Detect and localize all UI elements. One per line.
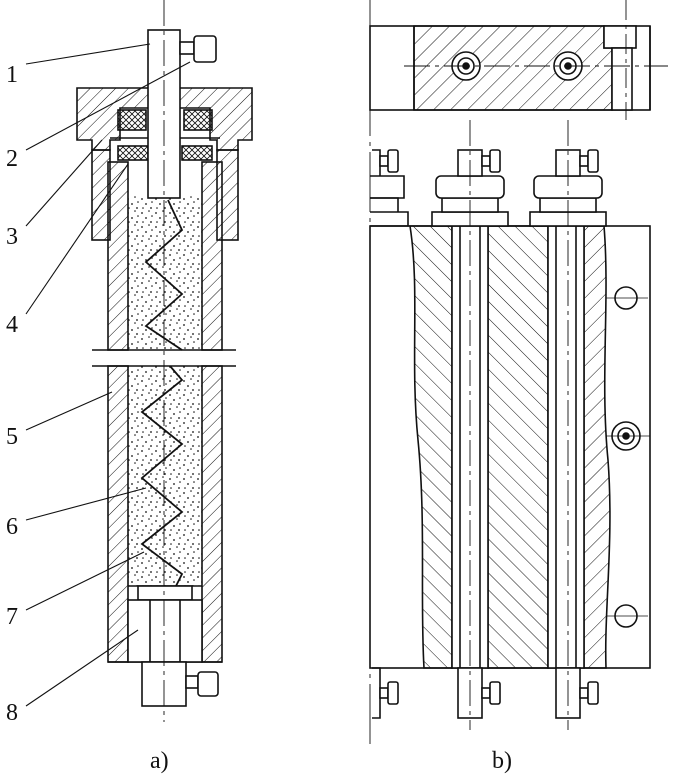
top-block-insert-stem: [611, 47, 633, 111]
callout-8: 8: [6, 700, 18, 726]
top-block-insert: [603, 25, 637, 49]
figure-a-caption: a): [150, 748, 169, 774]
figure-a-sectional-view: [25, 0, 253, 722]
bottom-plug: [127, 599, 203, 663]
callout-7: 7: [6, 604, 18, 630]
callout-leaders: [25, 43, 191, 707]
callout-6: 6: [6, 514, 18, 540]
edge-terminal-bottom: [372, 667, 399, 719]
callout-5: 5: [6, 424, 18, 450]
bottom-insulator: [137, 585, 193, 601]
bottom-terminal-head: [197, 671, 219, 697]
heater-1-bottom-terminal: [457, 667, 501, 719]
top-terminal-head: [193, 35, 217, 63]
body-middle-hatched: [487, 225, 549, 669]
tube-wall-left-upper: [107, 161, 129, 351]
upper-seal-left: [117, 109, 147, 131]
upper-seal-right: [183, 109, 213, 131]
body-left-hatched: [409, 225, 453, 669]
callout-numbers: 1 2 3 4 5 6 7 8: [6, 62, 18, 726]
callout-2: 2: [6, 146, 18, 172]
powder-filler-upper: [128, 196, 202, 350]
edge-fitting-top: [370, 149, 409, 227]
tube-wall-right-upper: [201, 161, 223, 351]
tube-wall-right-lower: [201, 365, 223, 663]
heating-wire-lower: [140, 365, 184, 587]
heater-tube-2: [547, 225, 585, 669]
tube-wall-left-lower: [107, 365, 129, 663]
lower-seal-right: [181, 145, 213, 161]
top-terminal-stem: [179, 41, 195, 55]
lower-seal-left: [117, 145, 149, 161]
heating-wire-upper: [144, 199, 184, 351]
body-right-hatched: [583, 225, 611, 669]
callout-3: 3: [6, 224, 18, 250]
cap-flange: [76, 87, 253, 151]
bottom-terminal-stem: [185, 675, 199, 689]
callout-1: 1: [6, 62, 18, 88]
figure-b-assembly-view: [369, 0, 668, 745]
heater-1-top-fitting: [431, 149, 509, 227]
powder-filler-lower: [128, 366, 202, 586]
callout-4: 4: [6, 312, 18, 338]
figure-b-caption: b): [492, 748, 512, 774]
heater-2-bottom-terminal: [555, 667, 599, 719]
